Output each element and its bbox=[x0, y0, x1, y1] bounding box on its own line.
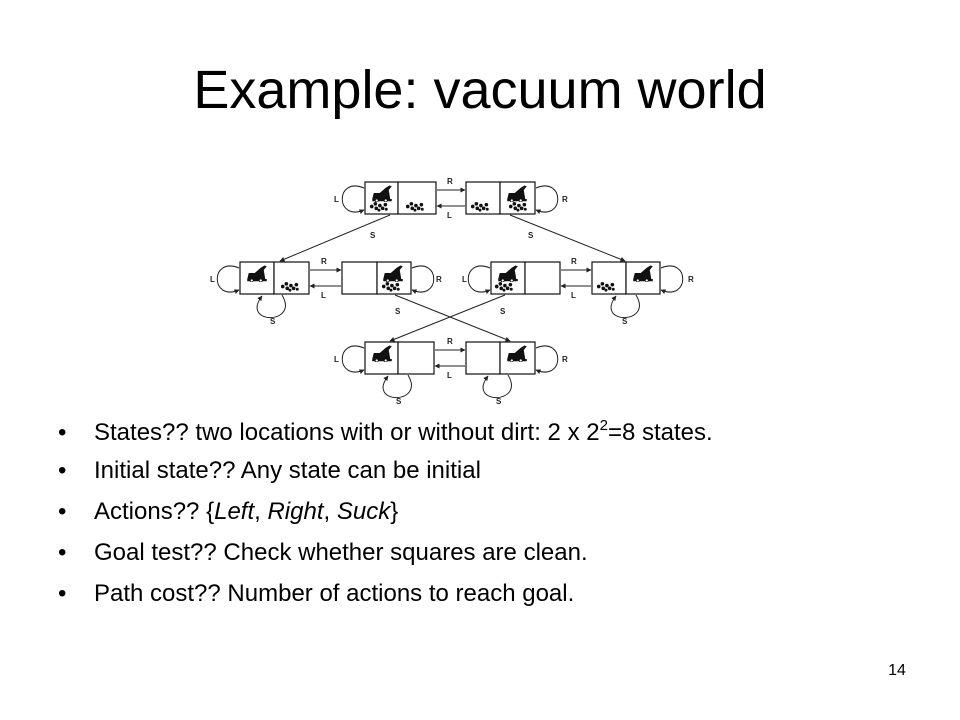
slide-title: Example: vacuum world bbox=[193, 60, 767, 120]
superscript: 2 bbox=[599, 417, 608, 434]
edge-label: S bbox=[396, 397, 402, 406]
state-node bbox=[591, 261, 661, 295]
edge-label: S bbox=[270, 317, 276, 326]
self-loop-right bbox=[660, 265, 684, 295]
state-node bbox=[341, 261, 412, 295]
edge-label: L bbox=[447, 371, 452, 380]
bullet-goal-test: Goal test?? Check whether squares are cl… bbox=[58, 538, 918, 568]
edge-label: L bbox=[462, 275, 467, 284]
self-loop-right bbox=[535, 185, 559, 215]
transition-suck bbox=[509, 214, 626, 262]
bullet-list: States?? two locations with or without d… bbox=[58, 418, 918, 620]
edge-label: R bbox=[571, 257, 577, 266]
state-node bbox=[364, 181, 437, 215]
edge-label: L bbox=[334, 355, 339, 364]
self-loop-left bbox=[341, 345, 365, 375]
bullet-text: Goal test?? Check whether squares are cl… bbox=[94, 539, 588, 566]
separator: , bbox=[323, 498, 337, 525]
page-number: 14 bbox=[888, 662, 906, 679]
edge-label: S bbox=[395, 307, 401, 316]
edge-label: S bbox=[500, 307, 506, 316]
edge-label: S bbox=[622, 317, 628, 326]
edge-label: R bbox=[436, 275, 442, 284]
bullet-actions: Actions?? {Left, Right, Suck} bbox=[58, 497, 918, 527]
bullet-text: Path cost?? Number of actions to reach g… bbox=[94, 580, 575, 607]
self-loop-suck bbox=[482, 374, 512, 399]
state-node bbox=[239, 261, 310, 295]
self-loop-right bbox=[411, 265, 435, 295]
edge-label: S bbox=[496, 397, 502, 406]
bullet-text: Actions?? { bbox=[94, 498, 215, 525]
bullet-path-cost: Path cost?? Number of actions to reach g… bbox=[58, 579, 918, 609]
edge-label: L bbox=[571, 291, 576, 300]
edge-label: L bbox=[447, 211, 452, 220]
separator: , bbox=[254, 498, 268, 525]
self-loop-left bbox=[467, 265, 491, 295]
self-loop-suck bbox=[610, 294, 640, 319]
bullet-text: Initial state?? Any state can be initial bbox=[94, 457, 481, 484]
edge-label: R bbox=[688, 275, 694, 284]
bullet-states: States?? two locations with or without d… bbox=[58, 418, 918, 448]
state-node bbox=[465, 181, 536, 215]
action-suck: Suck bbox=[336, 498, 391, 525]
transition-suck bbox=[279, 214, 391, 262]
edge-label: R bbox=[447, 337, 453, 346]
action-left: Left bbox=[214, 498, 255, 525]
bullet-initial-state: Initial state?? Any state can be initial bbox=[58, 456, 918, 486]
state-node bbox=[465, 341, 536, 375]
bullet-text: =8 states. bbox=[607, 419, 713, 446]
bullet-text: States?? two locations with or without d… bbox=[94, 419, 600, 446]
action-right: Right bbox=[267, 498, 324, 525]
edge-label: R bbox=[321, 257, 327, 266]
self-loop-right bbox=[535, 345, 559, 375]
edge-label: R bbox=[562, 195, 568, 204]
state-node bbox=[490, 261, 561, 295]
edge-label: S bbox=[528, 231, 534, 240]
edge-label: R bbox=[562, 355, 568, 364]
edge-label: R bbox=[447, 177, 453, 186]
state-node bbox=[364, 341, 435, 375]
self-loop-suck bbox=[382, 374, 412, 399]
edge-label: L bbox=[321, 291, 326, 300]
self-loop-left bbox=[216, 265, 240, 295]
transition-suck bbox=[394, 294, 511, 342]
self-loop-left bbox=[341, 185, 365, 215]
self-loop-suck bbox=[256, 294, 286, 319]
edge-label: L bbox=[334, 195, 339, 204]
edge-label: L bbox=[210, 275, 215, 284]
edge-label: S bbox=[370, 231, 376, 240]
bullet-text: } bbox=[390, 498, 399, 525]
transition-suck bbox=[389, 294, 506, 342]
